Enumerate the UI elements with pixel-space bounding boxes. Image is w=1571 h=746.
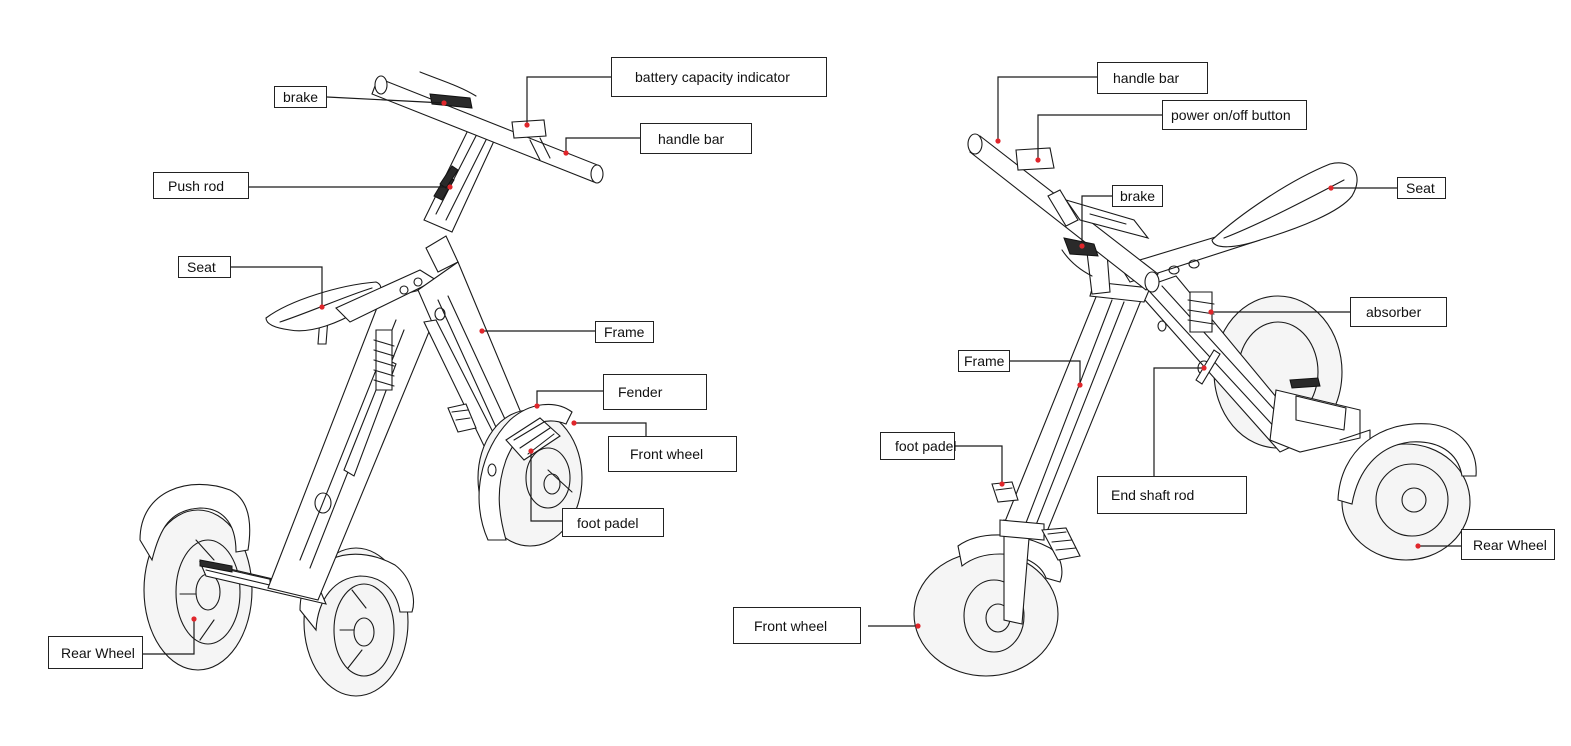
label-right-seat: Seat (1397, 177, 1446, 199)
label-right-frame: Frame (958, 350, 1010, 372)
left-handlebar (371, 71, 604, 184)
left-rear-wheel-right (299, 547, 414, 697)
left-leader-lines (143, 76, 647, 655)
left-scooter-drawing (139, 71, 604, 697)
left-foot-pedal (447, 403, 561, 461)
label-left-battery-indicator: battery capacity indicator (611, 57, 827, 97)
label-left-frame: Frame (595, 321, 654, 343)
label-right-front-wheel: Front wheel (733, 607, 861, 644)
label-left-front-wheel: Front wheel (608, 436, 737, 472)
label-left-foot-padel: foot padel (562, 508, 664, 537)
left-absorber (373, 329, 395, 391)
label-left-seat: Seat (178, 256, 231, 278)
label-left-fender: Fender (603, 374, 707, 410)
left-front-wheel (477, 403, 583, 547)
label-left-push-rod: Push rod (153, 172, 249, 199)
label-right-foot-padel: foot padel (880, 432, 957, 460)
left-push-rod (423, 121, 501, 233)
right-front-wheel (913, 519, 1063, 677)
label-left-rear-wheel: Rear Wheel (48, 636, 143, 669)
label-right-absorber: absorber (1350, 297, 1447, 327)
marker-dots (191, 100, 1421, 629)
label-left-handle-bar: handle bar (640, 123, 752, 154)
right-scooter-drawing (913, 133, 1477, 677)
label-right-end-shaft-rod: End shaft rod (1097, 476, 1247, 514)
right-handlebar (967, 133, 1160, 293)
label-right-power-button: power on/off button (1162, 100, 1307, 130)
label-right-brake: brake (1112, 185, 1163, 207)
label-right-handle-bar: handle bar (1097, 62, 1208, 94)
label-right-rear-wheel: Rear Wheel (1461, 529, 1555, 560)
right-rear-wheel-front (1337, 423, 1477, 561)
right-foot-pedal (991, 481, 1081, 561)
label-left-brake: brake (274, 86, 327, 108)
right-leader-lines (868, 76, 1461, 627)
